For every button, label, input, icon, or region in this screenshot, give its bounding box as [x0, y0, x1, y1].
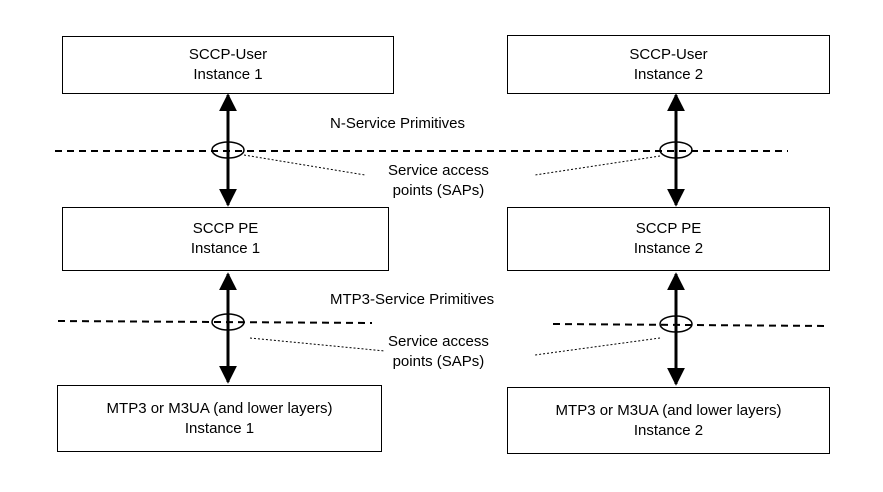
- sap-pointer-upper-right: [534, 155, 661, 176]
- sap-pointer-upper-left: [243, 154, 366, 176]
- sap-pointer-lower-left: [249, 337, 386, 352]
- sap-upper-line1: Service access: [388, 162, 489, 179]
- right-sccp-user-box: SCCP-User Instance 2: [507, 35, 830, 94]
- box-instance: Instance 1: [184, 419, 255, 437]
- sap-upper-label: Service access points (SAPs): [388, 161, 489, 201]
- box-instance: Instance 1: [190, 240, 261, 257]
- box-instance: Instance 2: [633, 65, 704, 83]
- box-title: SCCP-User: [188, 46, 268, 63]
- left-sccp-user-box: SCCP-User Instance 1: [62, 36, 394, 94]
- box-instance: Instance 2: [633, 240, 704, 257]
- left-mtp-box: MTP3 or M3UA (and lower layers) Instance…: [57, 385, 382, 452]
- sap-lower-label: Service access points (SAPs): [388, 332, 489, 372]
- sap-ellipse-right-upper: [659, 141, 693, 159]
- box-instance: Instance 1: [193, 66, 263, 83]
- sap-lower-line1: Service access: [388, 333, 489, 350]
- sap-ellipse-left-lower: [211, 313, 245, 331]
- box-instance: Instance 2: [633, 421, 704, 439]
- box-title: MTP3 or M3UA (and lower layers): [106, 399, 333, 417]
- box-title: SCCP PE: [192, 220, 259, 237]
- sap-upper-line2: points (SAPs): [392, 182, 485, 199]
- sap-lower-line2: points (SAPs): [392, 353, 485, 370]
- lower-sap-boundary-left: [57, 320, 373, 324]
- sap-pointer-lower-right: [534, 337, 661, 356]
- box-title: SCCP PE: [635, 220, 702, 237]
- n-service-primitives-label: N-Service Primitives: [330, 115, 466, 132]
- right-mtp-box: MTP3 or M3UA (and lower layers) Instance…: [507, 387, 830, 454]
- mtp3-service-primitives-label: MTP3-Service Primitives: [330, 291, 495, 308]
- sap-ellipse-right-lower: [659, 315, 693, 333]
- sap-ellipse-left-upper: [211, 141, 245, 159]
- left-sccp-pe-box: SCCP PE Instance 1: [62, 207, 389, 271]
- box-title: SCCP-User: [629, 45, 708, 63]
- right-sccp-pe-box: SCCP PE Instance 2: [507, 207, 830, 271]
- box-title: MTP3 or M3UA (and lower layers): [555, 401, 782, 419]
- lower-sap-boundary-right: [552, 323, 827, 327]
